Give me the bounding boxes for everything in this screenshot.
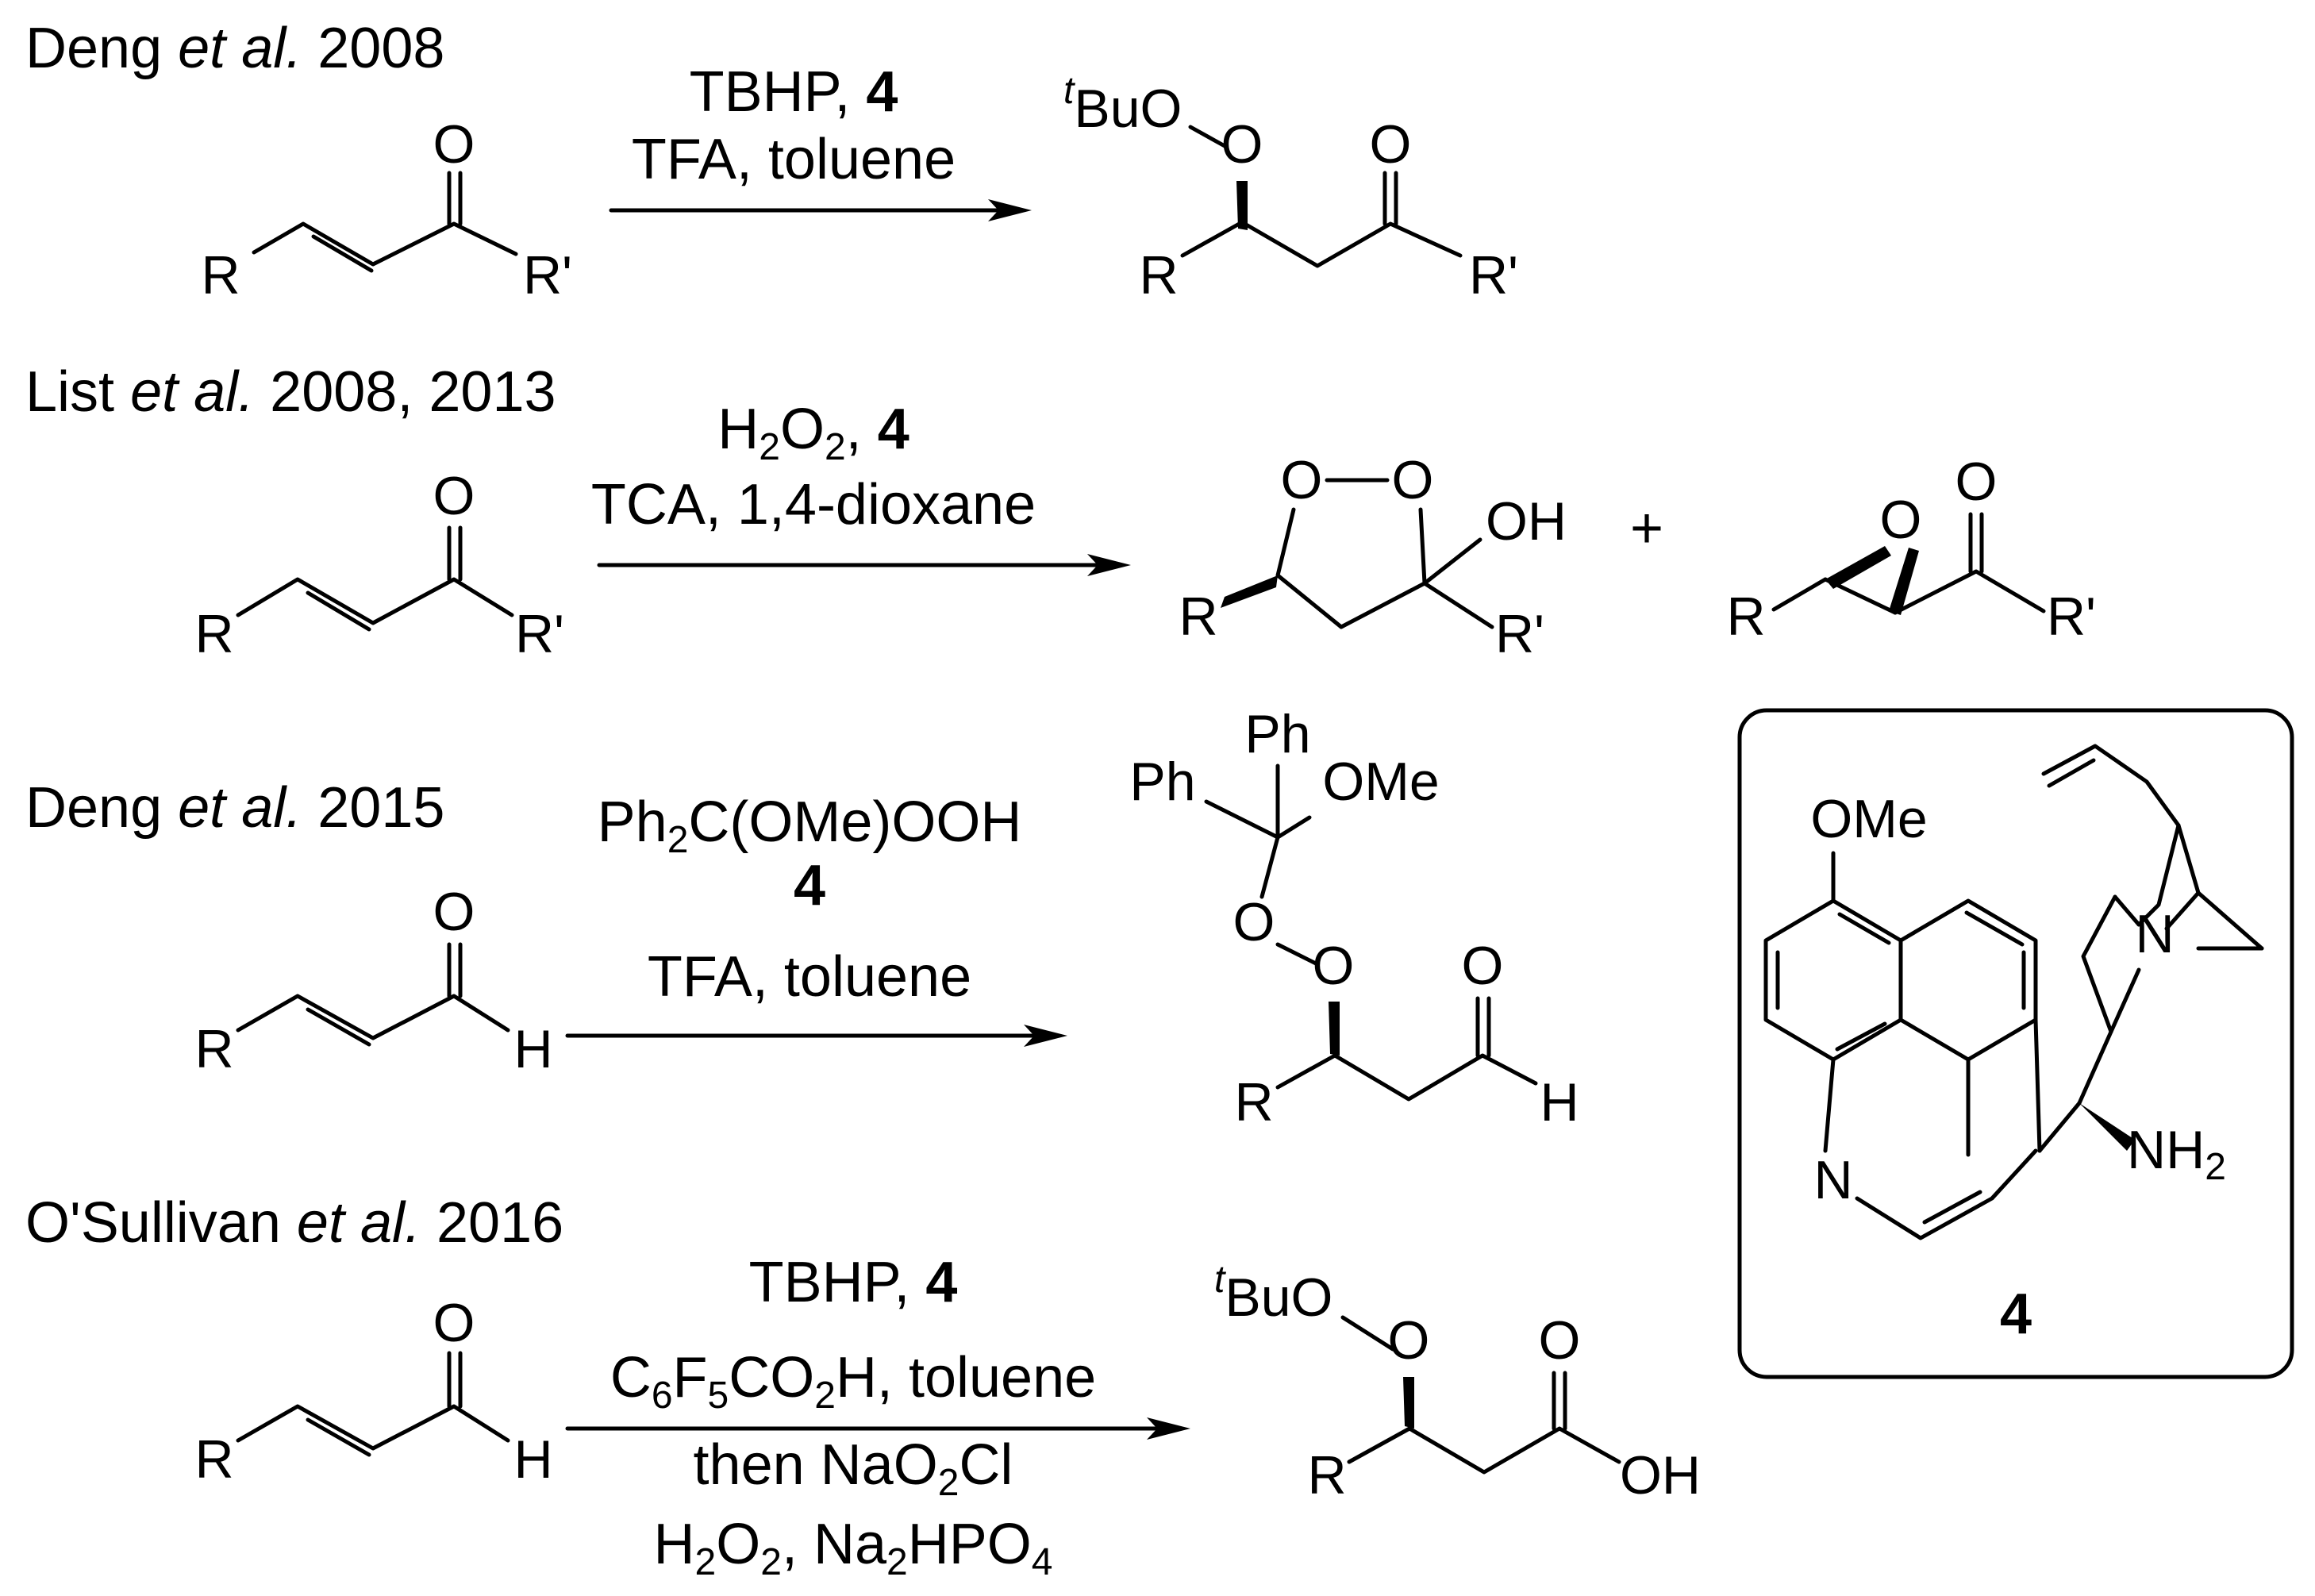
hydrogen-label: H xyxy=(1540,1072,1579,1133)
r-group-label: R xyxy=(194,1019,233,1079)
r-prime-label: R' xyxy=(515,604,564,664)
conditions-line-3: then NaO2Cl xyxy=(694,1433,1013,1504)
row-osullivan-2016: O'Sullivan et al. 2016 O R H TBHP, 4 C6F… xyxy=(25,1191,1701,1583)
enone-reactant: O R R' xyxy=(201,114,572,306)
conditions-line-3: TFA, toluene xyxy=(648,945,971,1009)
oxygen-label: O xyxy=(1955,452,1998,512)
reaction-arrow: TBHP, 4 C6F5CO2H, toluene then NaO2Cl H2… xyxy=(565,1251,1190,1583)
amine-label: NH2 xyxy=(2127,1120,2226,1188)
r-group-label: R xyxy=(1726,586,1765,647)
r-group-label: R xyxy=(1139,245,1178,306)
phenyl-label: Ph xyxy=(1244,704,1310,764)
hydroxyl-label: OH xyxy=(1486,491,1567,552)
oxygen-label: O xyxy=(1462,936,1504,996)
row-header: List et al. 2008, 2013 xyxy=(25,360,556,424)
dioxolane-product: O O OH R R' xyxy=(1179,450,1567,664)
conditions-line-4: H2O2, Na2HPO4 xyxy=(654,1513,1053,1583)
r-group-label: R xyxy=(201,245,240,306)
conditions-line-2: TCA, 1,4-dioxane xyxy=(591,473,1036,536)
row-deng-2015: Deng et al. 2015 O R H Ph2C(OMe)OOH 4 TF… xyxy=(25,704,1579,1133)
reaction-arrow: Ph2C(OMe)OOH 4 TFA, toluene xyxy=(565,790,1067,1047)
oxygen-label: O xyxy=(1281,450,1323,510)
oxygen-label: O xyxy=(433,114,475,175)
peroxy-aldehyde-product: Ph Ph OMe O O O R H xyxy=(1129,704,1579,1133)
plus-sign: + xyxy=(1630,497,1663,560)
conditions-line-2: TFA, toluene xyxy=(632,128,956,191)
conditions-line-1: H2O2, 4 xyxy=(717,398,909,468)
oxygen-label: O xyxy=(433,1293,475,1353)
enone-reactant: O R R' xyxy=(194,466,564,664)
conditions-line-2: C6F5CO2H, toluene xyxy=(610,1346,1096,1417)
oxygen-label: O xyxy=(1370,114,1412,175)
r-prime-label: R' xyxy=(2047,586,2096,647)
nitrogen-label: N xyxy=(2135,904,2174,964)
conditions-line-2: 4 xyxy=(794,854,825,917)
oxygen-label: O xyxy=(433,882,475,942)
oxygen-label: O xyxy=(1313,936,1355,996)
oxygen-label: O xyxy=(1388,1310,1430,1371)
peroxy-ketone-product: tBuO O O R R' xyxy=(1063,70,1518,306)
row-header: Deng et al. 2008 xyxy=(25,17,444,80)
methoxy-label: OMe xyxy=(1810,789,1927,849)
conditions-line-1: TBHP, 4 xyxy=(690,60,898,124)
epoxide-product: O O R R' xyxy=(1726,452,2096,647)
r-prime-label: R' xyxy=(1495,604,1544,664)
reaction-arrow: TBHP, 4 TFA, toluene xyxy=(609,60,1032,221)
hydroxyl-label: OH xyxy=(1620,1445,1701,1506)
conditions-line-1: TBHP, 4 xyxy=(749,1251,958,1314)
methoxy-label: OMe xyxy=(1322,752,1439,812)
r-group-label: R xyxy=(194,1429,233,1490)
r-group-label: R xyxy=(1234,1072,1273,1133)
row-header: Deng et al. 2015 xyxy=(25,776,444,840)
oxygen-label: O xyxy=(1880,490,1922,550)
enal-reactant: O R H xyxy=(194,882,552,1079)
oxygen-label: O xyxy=(433,466,475,526)
row-list-2008-2013: List et al. 2008, 2013 O R R' H2O2, 4 TC… xyxy=(25,360,2096,664)
tbuo-label: tBuO xyxy=(1214,1259,1332,1328)
row-header: O'Sullivan et al. 2016 xyxy=(25,1191,563,1255)
r-group-label: R xyxy=(194,604,233,664)
hydrogen-label: H xyxy=(513,1019,552,1079)
peroxy-acid-product: tBuO O O R OH xyxy=(1214,1259,1701,1506)
hydrogen-label: H xyxy=(513,1429,552,1490)
oxygen-label: O xyxy=(1539,1310,1581,1371)
conditions-line-1: Ph2C(OMe)OOH xyxy=(598,790,1022,861)
oxygen-label: O xyxy=(1392,450,1434,510)
oxygen-label: O xyxy=(1221,114,1263,175)
r-group-label: R xyxy=(1307,1445,1346,1506)
r-prime-label: R' xyxy=(1469,245,1518,306)
r-prime-label: R' xyxy=(523,245,572,306)
reaction-arrow: H2O2, 4 TCA, 1,4-dioxane xyxy=(591,398,1131,576)
phenyl-label: Ph xyxy=(1129,752,1195,812)
oxygen-label: O xyxy=(1233,892,1275,952)
tbuo-label: tBuO xyxy=(1063,70,1182,139)
enal-reactant: O R H xyxy=(194,1293,552,1490)
catalyst-label: 4 xyxy=(2000,1283,2032,1346)
row-deng-2008: Deng et al. 2008 O R R' TBHP, 4 TFA, tol… xyxy=(25,17,1518,306)
nitrogen-label: N xyxy=(1813,1150,1852,1210)
catalyst-box: N NH2 OMe N 4 xyxy=(1737,708,2294,1379)
r-group-label: R xyxy=(1179,586,1217,647)
